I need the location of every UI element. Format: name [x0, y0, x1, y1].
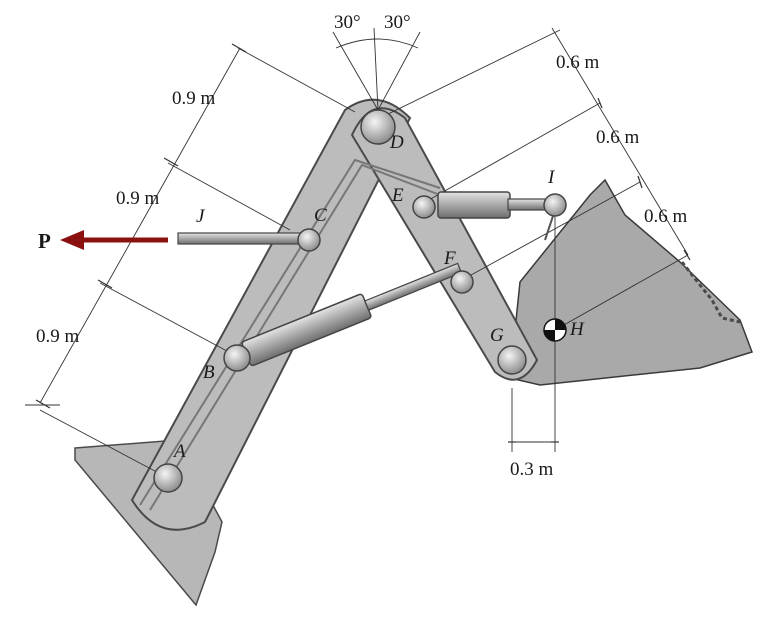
bucket: [509, 178, 753, 386]
pin-c: [297, 228, 321, 252]
label-b: B: [203, 362, 215, 383]
dim-right-upper: 0.6 m: [556, 52, 600, 73]
label-a: A: [172, 441, 186, 462]
pin-b: [223, 344, 251, 372]
pin-d: [360, 109, 396, 145]
label-c: C: [314, 205, 327, 226]
dim-left-upper: 0.9 m: [172, 88, 216, 109]
dimension-ticks: [35, 43, 691, 443]
label-d: D: [389, 132, 404, 153]
label-j: J: [196, 206, 206, 227]
pins: [153, 109, 567, 493]
hydraulic-cylinder-ei: [437, 191, 556, 241]
dim-left-middle: 0.9 m: [116, 188, 160, 209]
angle-left: 30°: [334, 12, 361, 33]
label-force-p: P: [38, 229, 51, 253]
pin-e: [412, 195, 436, 219]
pin-a: [153, 463, 183, 493]
link-rod-j: [177, 232, 309, 245]
label-e: E: [391, 185, 404, 206]
dim-right-middle: 0.6 m: [596, 127, 640, 148]
pin-i: [543, 193, 567, 217]
label-h: H: [569, 319, 585, 340]
dim-bottom: 0.3 m: [510, 459, 554, 480]
label-g: G: [490, 325, 504, 346]
center-of-mass-h-icon: [543, 318, 567, 342]
label-f: F: [443, 248, 456, 269]
hydraulic-hose-2: [149, 163, 441, 511]
dim-right-lower: 0.6 m: [644, 206, 688, 227]
force-arrow-p: [60, 230, 168, 250]
bucket-arm: [350, 107, 539, 381]
label-i: I: [547, 167, 556, 188]
pin-f: [450, 270, 474, 294]
angle-right: 30°: [384, 12, 411, 33]
dimension-lines: [25, 27, 689, 479]
pin-g: [497, 345, 527, 375]
dim-left-lower: 0.9 m: [36, 326, 80, 347]
hydraulic-hose: [139, 158, 441, 506]
